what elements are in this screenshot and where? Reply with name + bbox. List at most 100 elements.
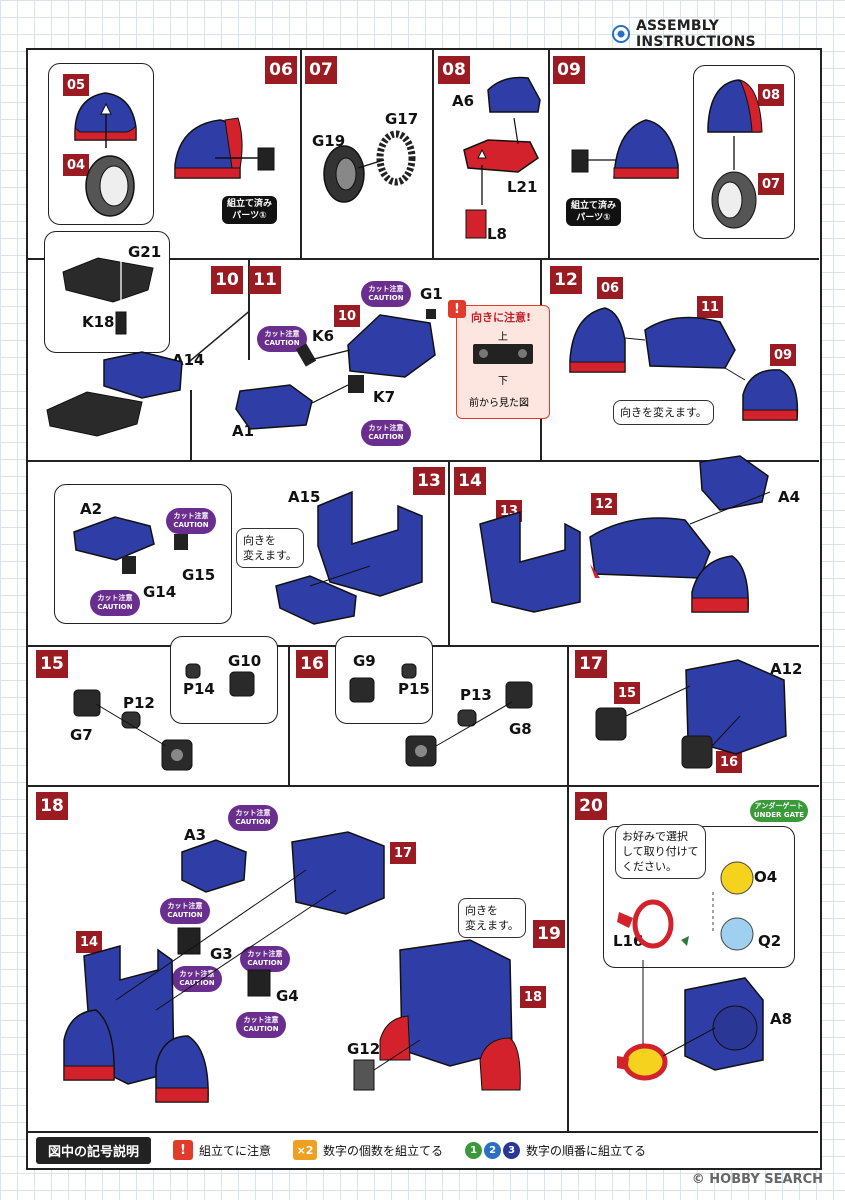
part-label-g10: G10: [228, 652, 262, 670]
part-label-k7: K7: [373, 388, 396, 406]
step-06-sub-05: 05: [63, 74, 89, 96]
legend-title: 図中の記号説明: [36, 1136, 152, 1164]
part-label-a3: A3: [184, 826, 207, 844]
page-title: ASSEMBLY INSTRUCTIONS: [636, 18, 756, 50]
step-06-badge: 06: [265, 56, 297, 84]
step-09-badge: 09: [553, 56, 585, 84]
part-label-p14: P14: [183, 680, 215, 698]
part-label-p13: P13: [460, 686, 492, 704]
step-06-assembly-drawing: [174, 117, 275, 179]
step-13-drawing: [275, 490, 423, 625]
part-label-g12: G12: [347, 1040, 381, 1058]
part-label-g15: G15: [182, 566, 216, 584]
legend-item-count: ×2 数字の個数を組立てる: [293, 1140, 443, 1160]
step-10-assembly-drawing: [46, 351, 183, 437]
part-label-p12: P12: [123, 694, 155, 712]
step-13-bubble: 向きを 変えます。: [236, 528, 304, 568]
part-label-g17: G17: [385, 110, 419, 128]
step-18-drawing: [63, 831, 385, 1103]
step-18-sub-17: 17: [390, 842, 416, 864]
step-12-drawing: [569, 307, 799, 421]
step-11-drawing: [235, 309, 436, 430]
step-13-zoom-drawing: [73, 516, 188, 574]
step-17-sub-15: 15: [614, 682, 640, 704]
part-label-g4: G4: [276, 987, 299, 1005]
legend-item-count-label: 数字の個数を組立てる: [323, 1143, 444, 1158]
step-16-drawing: [349, 663, 533, 767]
step-19-badge: 19: [533, 920, 565, 948]
orientation-top-label: 上: [498, 332, 508, 343]
alert-icon: !: [448, 300, 466, 318]
part-label-a8: A8: [770, 1010, 793, 1028]
orientation-caption: 前から見た図: [469, 398, 529, 409]
step-19-sub-18: 18: [520, 986, 546, 1008]
step-10-badge: 10: [211, 266, 243, 294]
orientation-part-icon: [473, 344, 533, 364]
part-label-a2: A2: [80, 500, 103, 518]
step-06-cap-wheel-drawing: [74, 92, 137, 217]
step-08-drawing: [463, 76, 541, 239]
part-label-p15: P15: [398, 680, 430, 698]
step-12-sub-11: 11: [697, 296, 723, 318]
multiply-icon: ×2: [293, 1140, 318, 1160]
alert-icon: !: [173, 1140, 194, 1160]
step-20-bubble: お好みで選択 して取り付けて ください。: [615, 824, 706, 879]
step-12-badge: 12: [550, 266, 582, 294]
step-14-badge: 14: [454, 467, 486, 495]
legend-item-caution: ! 組立てに注意: [173, 1140, 271, 1160]
step-16-badge: 16: [296, 650, 328, 678]
part-label-o4: O4: [754, 868, 778, 886]
legend-item-order-label: 数字の順番に組立てる: [526, 1143, 647, 1158]
part-label-g9: G9: [353, 652, 376, 670]
legend-item-order: 1 2 3 数字の順番に組立てる: [465, 1141, 647, 1159]
step-12-bubble: 向きを変えます。: [613, 400, 714, 425]
part-label-a15: A15: [288, 488, 321, 506]
step-11-badge: 11: [249, 266, 281, 294]
step-06-sub-04: 04: [63, 154, 89, 176]
step-13-badge: 13: [413, 467, 445, 495]
step-11-sub-10: 10: [334, 305, 360, 327]
step-15-zoom: [170, 636, 278, 724]
step-09-cap-wheel-drawing: [707, 79, 763, 229]
part-label-a12: A12: [770, 660, 803, 678]
part-label-l8: L8: [487, 225, 507, 243]
order-3-icon: 3: [503, 1141, 521, 1159]
step-18-sub-14: 14: [76, 931, 102, 953]
step-09-assembled-tag: 組立て済み パーツ①: [566, 198, 622, 226]
part-label-g1: G1: [420, 285, 443, 303]
orientation-box: ! 向きに注意! 上 下 前から見た図: [448, 300, 550, 419]
step-09-sub-08: 08: [758, 84, 784, 106]
step-17-badge: 17: [575, 650, 607, 678]
legend-item-caution-label: 組立てに注意: [199, 1143, 272, 1158]
order-1-icon: 1: [465, 1141, 483, 1159]
part-label-g14: G14: [143, 583, 177, 601]
step-12-sub-09: 09: [770, 344, 796, 366]
part-label-l21: L21: [507, 178, 538, 196]
target-icon: [612, 25, 630, 43]
part-label-g8: G8: [509, 720, 532, 738]
step-14-sub-12: 12: [591, 493, 617, 515]
part-label-k18: K18: [82, 313, 115, 331]
step-14-drawing: [479, 455, 771, 613]
orientation-bottom-label: 下: [498, 376, 508, 387]
header: ASSEMBLY INSTRUCTIONS: [612, 18, 824, 50]
step-15-badge: 15: [36, 650, 68, 678]
part-label-a6: A6: [452, 92, 475, 110]
step-08-badge: 08: [438, 56, 470, 84]
order-2-icon: 2: [484, 1141, 502, 1159]
step-18-badge: 18: [36, 792, 68, 820]
watermark: © HOBBY SEARCH: [691, 1172, 823, 1187]
part-label-g3: G3: [210, 945, 233, 963]
step-10-zoom-drawing: [62, 257, 154, 335]
step-07-tire-drawing: [323, 130, 416, 203]
step-15-drawing: [73, 663, 255, 771]
legend-bar: 図中の記号説明 ! 組立てに注意 ×2 数字の個数を組立てる 1 2 3 数字の…: [28, 1131, 818, 1167]
